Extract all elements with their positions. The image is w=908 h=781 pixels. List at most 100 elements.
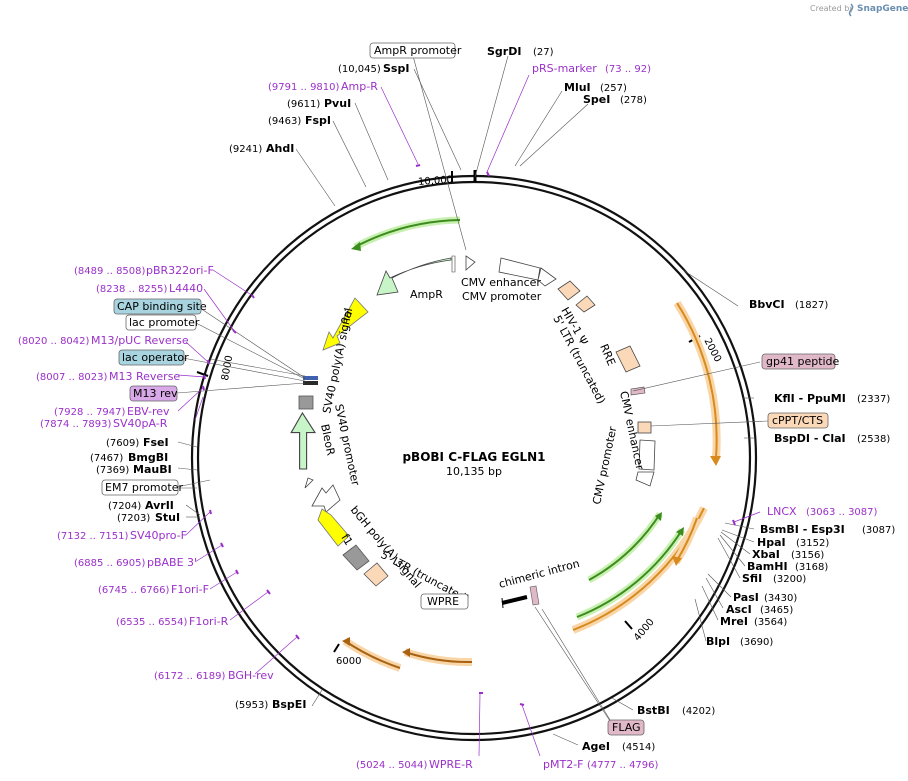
enzyme-pvui[interactable]: PvuI <box>324 97 351 110</box>
enzyme-sgrdi[interactable]: SgrDI <box>487 45 521 58</box>
gp41-peptide-box[interactable] <box>761 353 836 370</box>
bleor-feature[interactable] <box>290 411 317 470</box>
label-m13-rev: M13 rev <box>133 387 178 400</box>
em7-promoter-box[interactable] <box>101 479 179 496</box>
f1-ori-feature[interactable] <box>317 508 350 547</box>
enzyme-pasi[interactable]: PasI <box>733 591 759 604</box>
enzyme-kfli-ppumi[interactable]: KflI - PpuMI <box>774 392 846 405</box>
cmv-promoter-top-feature[interactable] <box>537 267 557 287</box>
enzyme-xbai[interactable]: XbaI <box>752 548 780 561</box>
enzyme-mlui[interactable]: MluI <box>564 81 591 94</box>
primer-f1ori-r[interactable]: F1ori-R <box>189 615 229 628</box>
label-ampr-promoter: AmpR promoter <box>374 44 462 57</box>
primer-wpre-r[interactable]: WPRE-R <box>429 758 473 771</box>
enzyme-maubi[interactable]: MauBI <box>133 463 172 476</box>
primer-marks <box>202 164 736 706</box>
primer-l4440-pos: (8238 .. 8255) <box>96 284 168 295</box>
lac-promoter-box[interactable] <box>125 314 197 331</box>
cppt-feature[interactable] <box>637 421 652 434</box>
enzyme-fspi[interactable]: FspI <box>305 114 331 127</box>
enzyme-bstbi-pos: (4202) <box>682 706 715 717</box>
enzyme-avrii[interactable]: AvrII <box>145 499 174 512</box>
enzyme-ahdi-pos: (9241) <box>229 144 262 155</box>
rre-feature[interactable] <box>615 345 641 373</box>
wpre-box[interactable] <box>420 593 469 610</box>
green-arc-top[interactable] <box>354 219 461 248</box>
label-lac-promoter: lac promoter <box>129 316 200 329</box>
enzyme-ahdi[interactable]: AhdI <box>266 142 294 155</box>
ampr-feature[interactable] <box>376 257 452 296</box>
cmv-enhancer-right-feature[interactable] <box>638 439 656 471</box>
feature-label-sv40-polya: SV40 poly(A) signal <box>320 307 355 415</box>
bgh-polya-feature[interactable] <box>342 544 370 571</box>
primer-m13-puc-reverse[interactable]: M13/pUC Reverse <box>91 334 189 347</box>
chimeric-intron-feature[interactable] <box>501 595 528 605</box>
primer-sv40pa-r[interactable]: SV40pA-R <box>113 417 168 430</box>
lac-operator-box[interactable] <box>118 349 185 366</box>
enzyme-sfii-pos: (3200) <box>773 574 806 585</box>
primer-prs-marker[interactable]: pRS-marker <box>532 62 597 75</box>
small-white-arrow <box>304 477 314 489</box>
enzyme-bspdi-clai[interactable]: BspDI - ClaI <box>774 432 846 445</box>
green-arc-1[interactable] <box>588 513 661 581</box>
enzyme-hpai[interactable]: HpaI <box>757 536 786 549</box>
primer-leader-lines <box>177 74 761 757</box>
enzyme-bstbi[interactable]: BstBI <box>637 704 670 717</box>
enzyme-stui-pos: (7203) <box>117 513 150 524</box>
primer-f1ori-f[interactable]: F1ori-F <box>171 583 209 596</box>
primer-pmt2-f[interactable]: pMT2-F <box>543 758 584 771</box>
enzyme-bspei[interactable]: BspEI <box>272 698 306 711</box>
green-arc-top-head <box>351 242 361 251</box>
primer-lncx[interactable]: LNCX <box>767 505 797 518</box>
ori-feature[interactable] <box>322 297 369 351</box>
primer-l4440[interactable]: L4440 <box>169 282 203 295</box>
orf-bottom-2-head <box>342 637 350 646</box>
ltr-bottom-feature[interactable] <box>363 562 389 587</box>
primer-bgh-rev-pos: (6172 .. 6189) <box>154 671 226 682</box>
enzyme-bamhi[interactable]: BamHI <box>747 560 788 573</box>
em7-promoter-feature[interactable] <box>311 484 341 513</box>
feature-label-cmv-promoter-1: CMV promoter <box>462 290 542 303</box>
enzyme-bmgbi[interactable]: BmgBI <box>128 451 168 464</box>
green-arc-top-glow <box>353 216 461 251</box>
enzyme-sfii[interactable]: SfiI <box>742 572 762 585</box>
primer-sv40pa-r-pos: (7874 .. 7893) <box>40 419 112 430</box>
green-arc-2[interactable] <box>576 529 683 618</box>
primer-f1ori-f-pos: (6745 .. 6766) <box>98 585 170 596</box>
enzyme-asci[interactable]: AscI <box>726 603 752 616</box>
enzyme-sspi-pos: (10,045) <box>338 64 381 75</box>
primer-amp-r[interactable]: Amp-R <box>341 80 378 93</box>
enzyme-fsei[interactable]: FseI <box>143 436 169 449</box>
flag-feature[interactable] <box>529 585 540 606</box>
primer-m13-reverse[interactable]: M13 Reverse <box>109 370 180 383</box>
enzyme-stui[interactable]: StuI <box>155 511 180 524</box>
feature-leader-lines <box>176 55 769 729</box>
enzyme-sspi[interactable]: SspI <box>383 62 409 75</box>
hiv-psi-feature[interactable] <box>557 280 581 301</box>
enzyme-mrei[interactable]: MreI <box>720 615 748 628</box>
label-wpre: WPRE <box>427 595 459 608</box>
flag-box[interactable] <box>607 719 645 736</box>
primer-ebv-rev[interactable]: EBV-rev <box>127 405 170 418</box>
ltr-top-feature[interactable] <box>575 295 596 313</box>
label-cppt-cts: cPPT/CTS <box>772 414 823 427</box>
enzyme-bbvci[interactable]: BbvCI <box>749 298 785 311</box>
orf-right-feature[interactable] <box>676 302 718 459</box>
cppt-cts-box[interactable] <box>767 412 829 429</box>
cap-binding-site-box[interactable] <box>113 298 202 315</box>
primer-sv40pro-f[interactable]: SV40pro-F <box>130 529 187 542</box>
enzyme-agei[interactable]: AgeI <box>582 740 610 753</box>
enzyme-spei[interactable]: SpeI <box>583 93 610 106</box>
enzyme-blpi[interactable]: BlpI <box>706 635 730 648</box>
primer-pbabe-3[interactable]: pBABE 3' <box>147 556 197 569</box>
sv40-polya-feature[interactable] <box>298 395 314 410</box>
tick-4000-mark <box>624 620 633 630</box>
primer-pbr322ori-f[interactable]: pBR322ori-F <box>146 264 214 277</box>
plasmid-name: pBOBI C-FLAG EGLN1 <box>402 450 545 464</box>
m13-rev-box[interactable] <box>129 385 178 402</box>
cmv-promoter-right-feature[interactable] <box>635 471 655 487</box>
enzyme-spei-pos: (278) <box>620 95 647 106</box>
primer-bgh-rev[interactable]: BGH-rev <box>228 669 274 682</box>
ampr-promoter-box[interactable] <box>369 42 456 59</box>
enzyme-bsmbi-esp3i[interactable]: BsmBI - Esp3I <box>760 523 845 536</box>
